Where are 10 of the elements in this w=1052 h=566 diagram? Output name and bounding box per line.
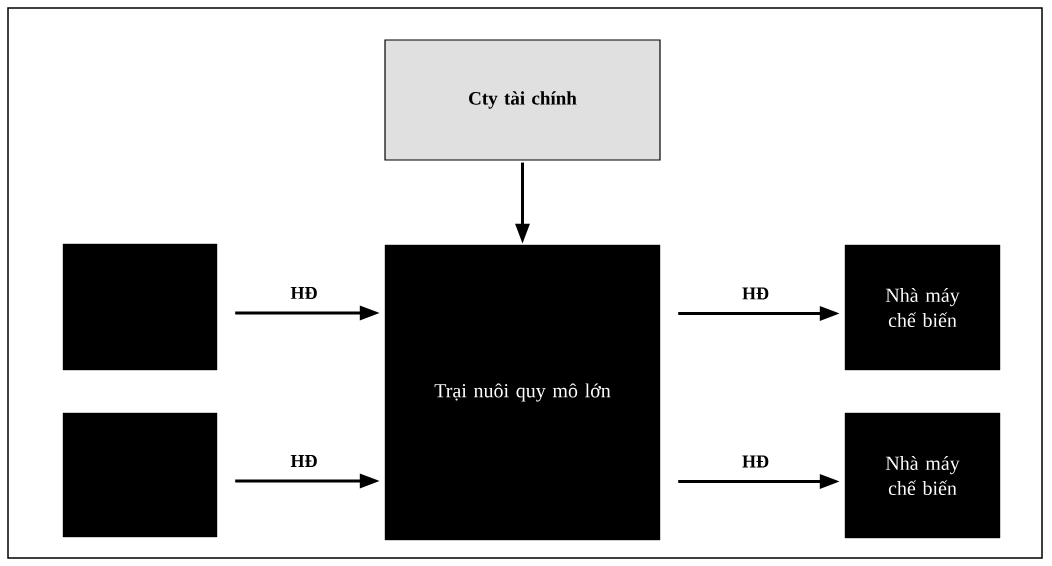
filled-box <box>62 412 218 538</box>
process-box: Nhà máy chế biến <box>844 412 1001 539</box>
filled-box <box>62 243 218 371</box>
process-box: Nhà máy chế biến <box>844 244 1001 371</box>
edge-label: HĐ <box>741 286 770 301</box>
edge-label: HĐ <box>289 286 319 300</box>
edge-label: HĐ <box>741 454 770 469</box>
edge-label: HĐ <box>289 454 319 468</box>
process-box: Cty tài chính <box>384 39 661 161</box>
process-box: Trại nuôi quy mô lớn <box>384 244 661 541</box>
